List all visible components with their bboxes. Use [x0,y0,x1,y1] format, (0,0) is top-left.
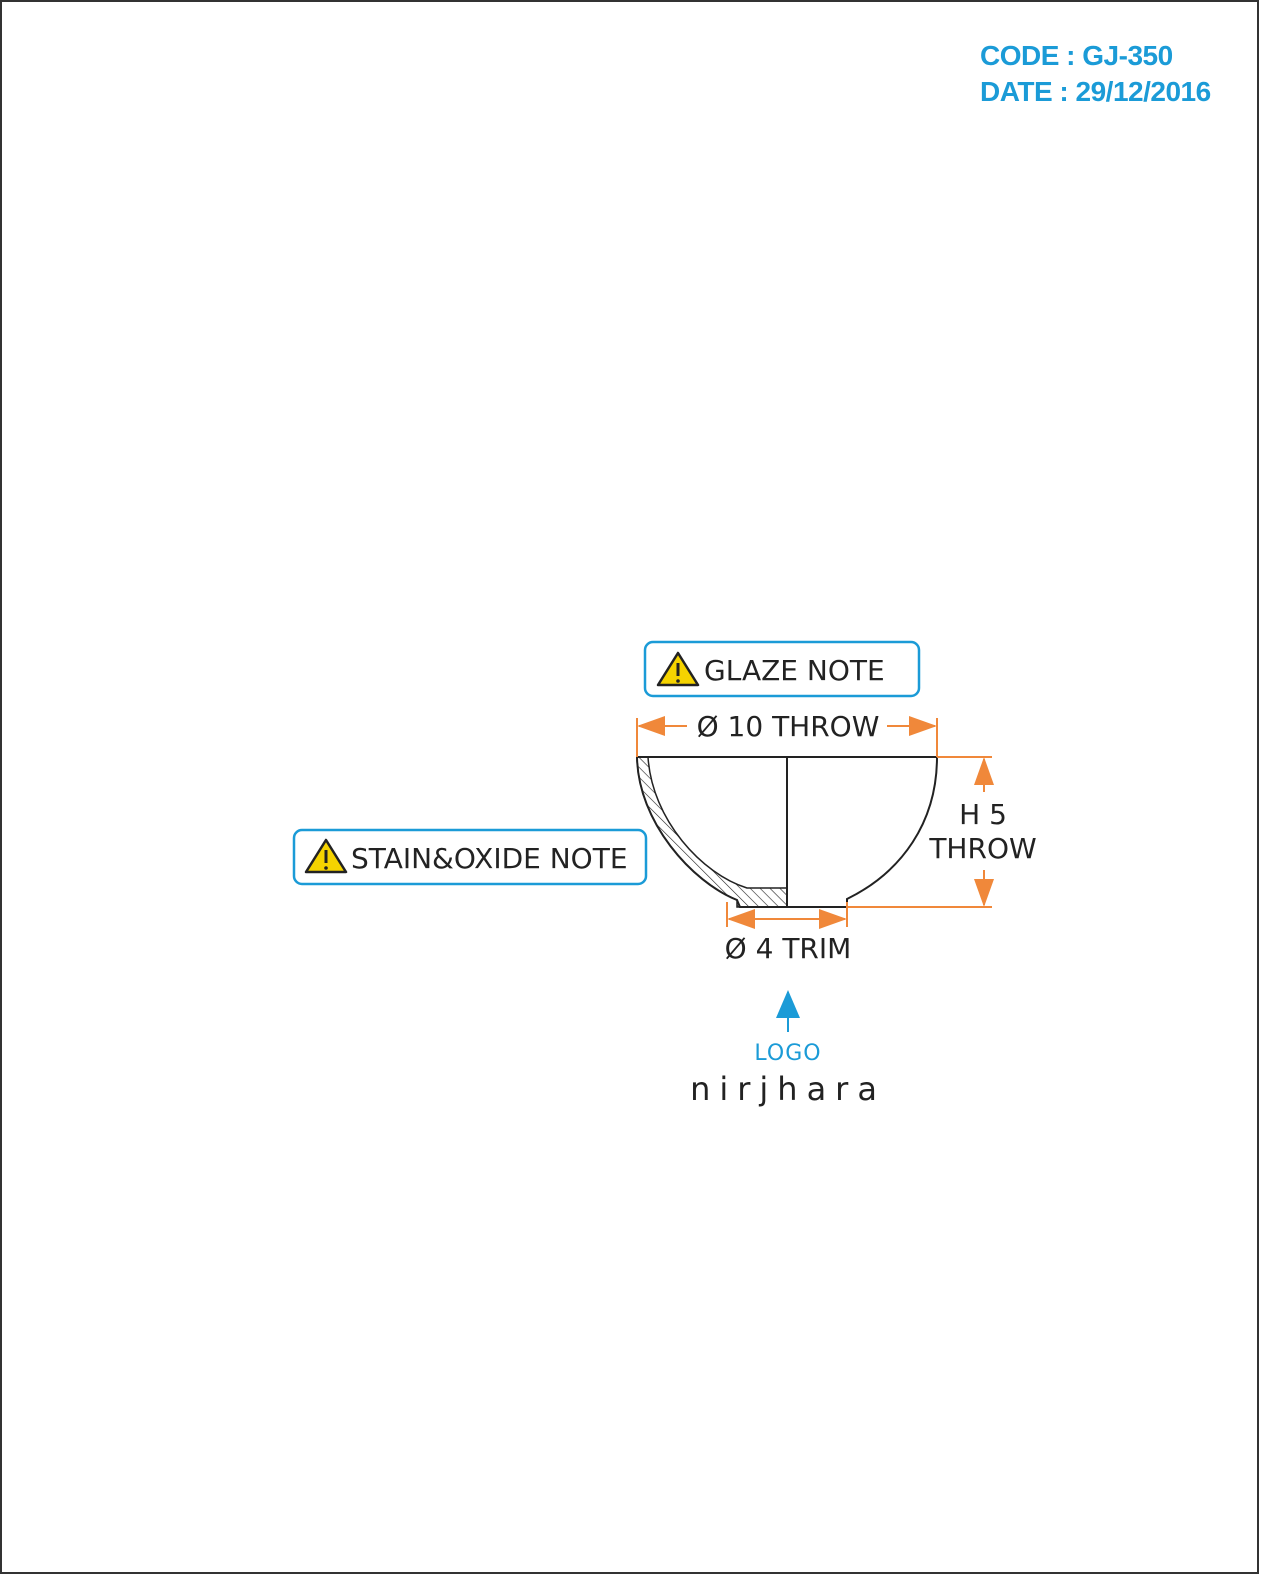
drawing-date: DATE : 29/12/2016 [980,76,1211,107]
glaze-note-callout: GLAZE NOTE [643,640,921,698]
logo-pointer: LOGO [754,990,821,1066]
brand-wordmark: nirjhara [690,1070,886,1108]
height-label-line2: THROW [928,832,1036,865]
product-code: CODE : GJ-350 [980,40,1173,71]
bowl-cross-section [636,756,938,908]
height-dimension: H 5 THROW [847,756,1037,908]
glaze-note-label: GLAZE NOTE [704,654,885,687]
stain-oxide-note-label: STAIN&OXIDE NOTE [351,842,628,875]
foot-diameter-dimension: Ø 4 TRIM [725,902,852,965]
logo-label: LOGO [754,1041,821,1066]
warning-icon [304,838,348,874]
rim-diameter-label: Ø 10 THROW [697,710,880,743]
foot-diameter-label: Ø 4 TRIM [725,932,852,965]
brand-logo: nirjhara [690,1070,886,1108]
warning-icon [656,651,700,687]
stain-oxide-note-callout: STAIN&OXIDE NOTE [292,828,648,886]
height-label-line1: H 5 [959,798,1007,831]
title-block: CODE : GJ-350 DATE : 29/12/2016 [980,38,1211,110]
rim-diameter-dimension: Ø 10 THROW [636,710,938,757]
